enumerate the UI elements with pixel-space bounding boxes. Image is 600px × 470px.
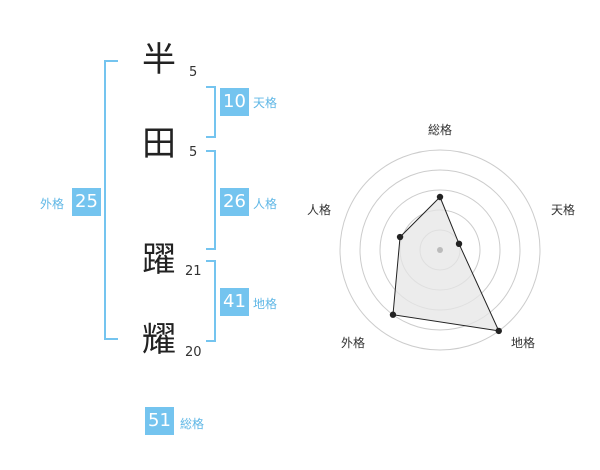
radar-axis-label-chikaku: 地格 bbox=[511, 336, 536, 350]
radar-axis-label-jinkaku: 人格 bbox=[307, 203, 332, 217]
stroke-count-1: 5 bbox=[189, 65, 198, 80]
tenkaku-label: 天格 bbox=[253, 96, 278, 110]
soukaku-value-badge: 51 bbox=[145, 407, 174, 435]
radar-point-1 bbox=[436, 193, 444, 201]
radar-axis-label-gaikaku: 外格 bbox=[341, 336, 366, 350]
gaikaku-label: 外格 bbox=[40, 197, 65, 211]
tenkaku-value-badge: 10 bbox=[220, 88, 249, 116]
soukaku-label: 総格 bbox=[180, 417, 205, 431]
radar-axis-label-soukaku: 総格 bbox=[428, 123, 453, 137]
radar-polygon bbox=[392, 196, 500, 332]
radar-point-5 bbox=[396, 233, 404, 241]
stroke-count-2: 5 bbox=[189, 145, 198, 160]
stroke-count-4: 20 bbox=[185, 345, 202, 360]
radar-axis-label-tenkaku: 天格 bbox=[551, 203, 576, 217]
name-char-2: 田 bbox=[142, 124, 176, 164]
name-char-3: 躍 bbox=[142, 240, 176, 280]
jinkaku-label: 人格 bbox=[253, 197, 278, 211]
radar-point-4 bbox=[389, 311, 397, 318]
chikaku-label: 地格 bbox=[253, 297, 278, 311]
name-char-1: 半 bbox=[142, 40, 176, 80]
radar-ring bbox=[339, 149, 541, 351]
radar-point-3 bbox=[495, 327, 502, 335]
chikaku-value-badge: 41 bbox=[220, 288, 249, 316]
stroke-count-3: 21 bbox=[185, 264, 202, 279]
jinkaku-value-badge: 26 bbox=[220, 188, 249, 216]
radar-center-dot bbox=[437, 247, 443, 253]
name-char-4: 耀 bbox=[142, 320, 176, 360]
radar-ring bbox=[359, 169, 521, 331]
radar-point-2 bbox=[455, 240, 463, 248]
gaikaku-value-badge: 25 bbox=[72, 188, 101, 216]
